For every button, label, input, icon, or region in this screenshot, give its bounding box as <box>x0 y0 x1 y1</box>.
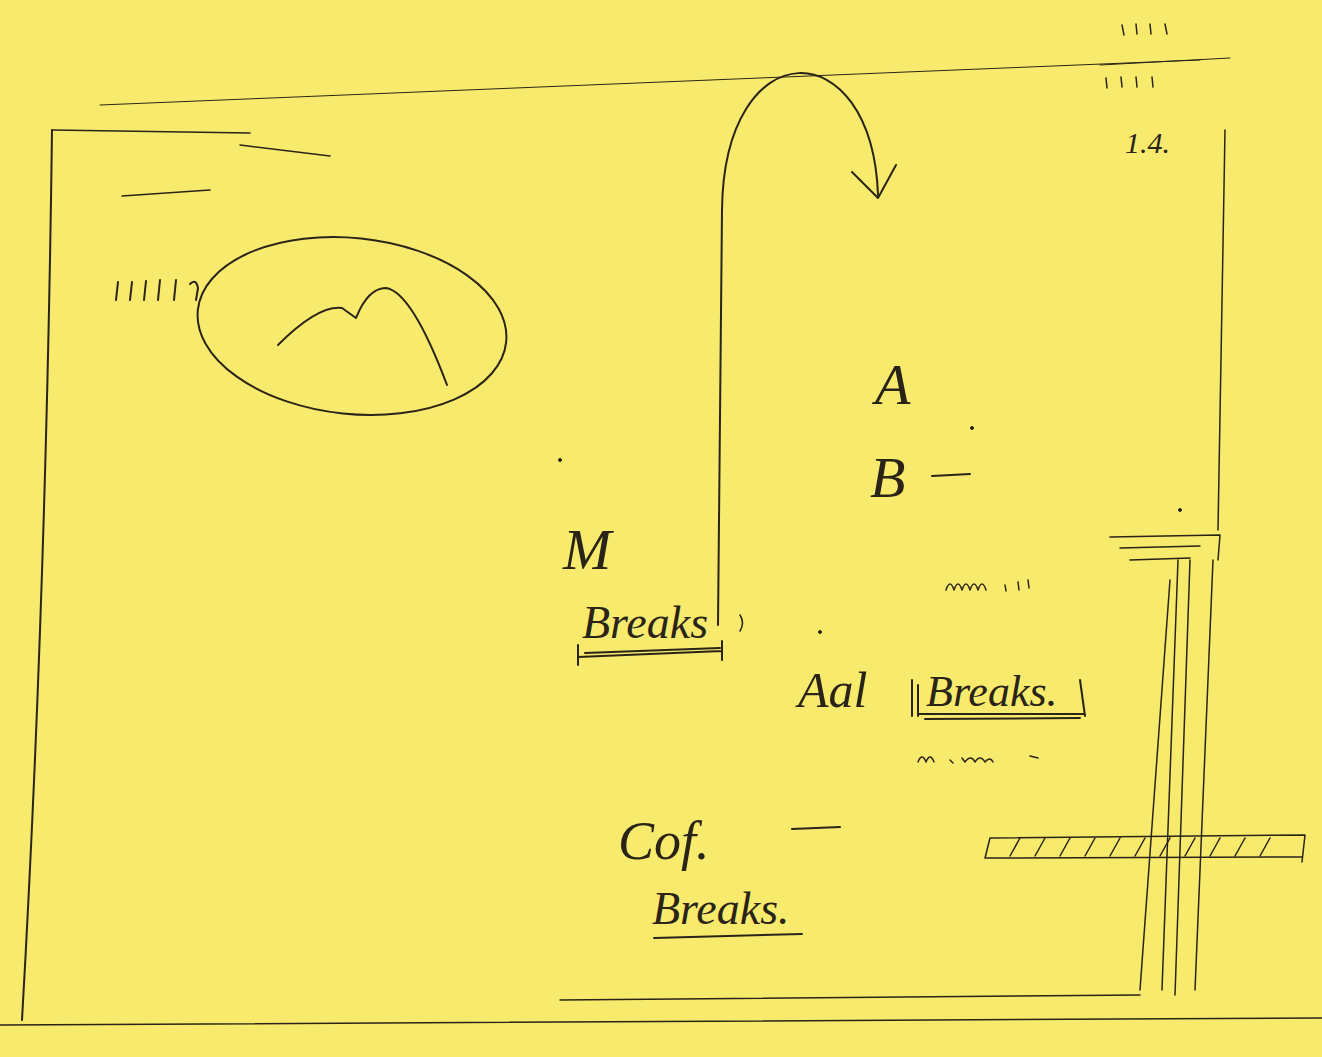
frame-top <box>52 130 250 133</box>
frame-bottom <box>560 995 1140 1000</box>
frame-left <box>22 130 52 1020</box>
dash-mark <box>932 474 970 476</box>
handwritten-label: B <box>870 449 905 507</box>
curved-arrow <box>718 73 878 625</box>
handwritten-label: Breaks. <box>652 886 790 932</box>
stroke-mark <box>240 145 330 156</box>
paper-fold-line <box>100 60 1200 105</box>
scribble <box>946 580 1029 591</box>
paper-edge-line <box>0 1018 1322 1025</box>
handwritten-label: Cof. <box>618 814 710 868</box>
ink-dot <box>559 459 562 462</box>
stroke-mark <box>1100 58 1230 65</box>
handwritten-label: 1.4. <box>1125 128 1170 158</box>
ink-dot <box>819 631 822 634</box>
hatch-lines <box>1010 838 1270 856</box>
ink-dot <box>1179 509 1182 512</box>
tick-marks <box>116 280 198 300</box>
tick-marks <box>1106 24 1167 88</box>
handwritten-label: M <box>563 521 611 579</box>
handwritten-label: Breaks <box>582 600 708 646</box>
sketch-ellipse <box>189 222 516 429</box>
handwritten-label: Aal <box>798 665 867 715</box>
scribble <box>918 756 1038 763</box>
handwritten-label: Breaks. <box>926 670 1058 714</box>
handwritten-label: A <box>875 356 910 414</box>
arrow-head <box>852 165 896 198</box>
underline <box>654 934 802 938</box>
hatched-bar <box>985 835 1305 862</box>
mountain-sketch <box>278 288 447 385</box>
dash-mark <box>792 827 840 829</box>
vertical-lines <box>1140 560 1213 995</box>
corner-lines <box>1110 535 1220 560</box>
frame-right <box>1218 130 1225 530</box>
stroke-mark <box>122 190 210 196</box>
stroke-mark <box>740 615 743 631</box>
ink-dot <box>971 427 974 430</box>
